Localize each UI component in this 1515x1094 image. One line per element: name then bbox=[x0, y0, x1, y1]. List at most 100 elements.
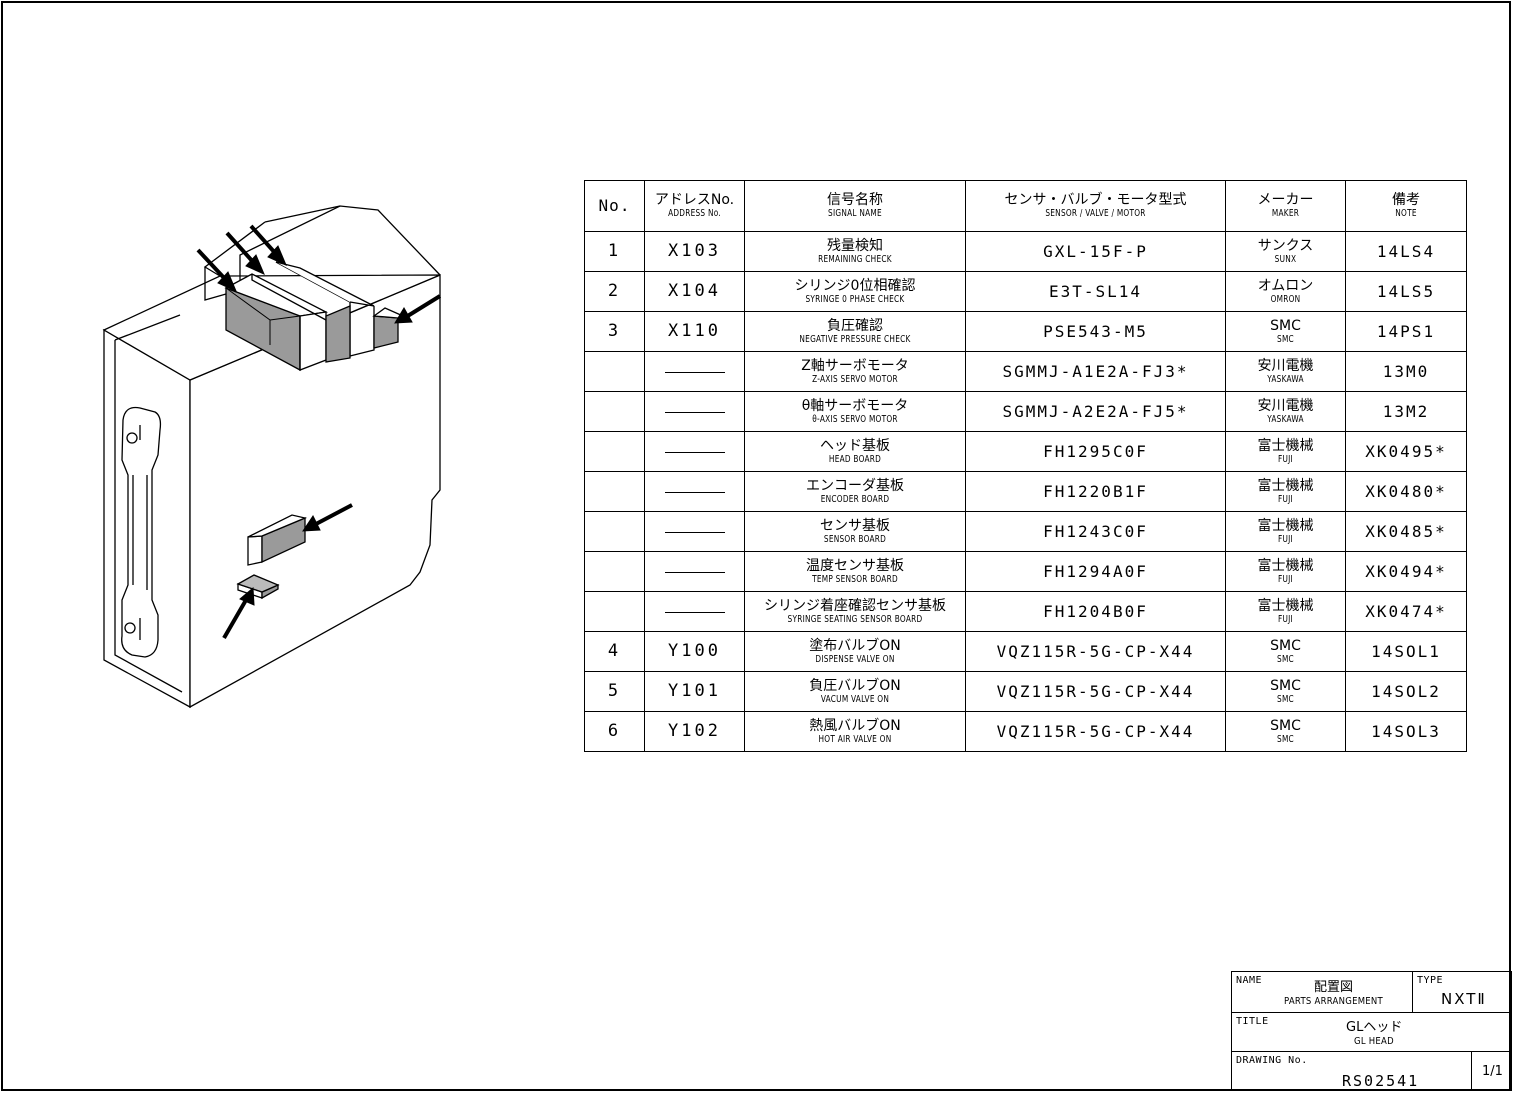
drawing-no-label: DRAWING No. bbox=[1236, 1055, 1308, 1066]
signal-en: REMAINING CHECK bbox=[818, 253, 892, 265]
empty-dash bbox=[664, 491, 725, 493]
no: 4 bbox=[607, 641, 622, 661]
maker-en: FUJI bbox=[1278, 613, 1293, 625]
title-label: TITLE bbox=[1236, 1016, 1269, 1027]
cell-model: SGMMJ-A2E2A-FJ5* bbox=[965, 391, 1226, 432]
cell-no bbox=[584, 471, 645, 512]
signal-jp: ヘッド基板 bbox=[820, 437, 890, 454]
note: 14LS4 bbox=[1376, 241, 1436, 261]
cell-model: VQZ115R-5G-CP-X44 bbox=[965, 631, 1226, 672]
model: GXL-15F-P bbox=[1043, 241, 1148, 261]
model: PSE543-M5 bbox=[1043, 321, 1148, 341]
type-box: TYPE NXTⅡ bbox=[1412, 971, 1512, 1013]
address: X103 bbox=[668, 241, 721, 261]
model: FH1295C0F bbox=[1043, 441, 1148, 461]
empty-dash bbox=[664, 611, 725, 613]
note: XK0480* bbox=[1365, 481, 1447, 501]
cell-model: GXL-15F-P bbox=[965, 231, 1226, 272]
signal-en: NEGATIVE PRESSURE CHECK bbox=[799, 333, 911, 345]
empty-dash bbox=[664, 531, 725, 533]
note: 14SOL3 bbox=[1371, 721, 1441, 741]
cell-no bbox=[584, 591, 645, 632]
maker-en: FUJI bbox=[1278, 573, 1293, 585]
signal-en: Z-AXIS SERVO MOTOR bbox=[812, 373, 898, 385]
no: 5 bbox=[607, 681, 622, 701]
maker-en: SMC bbox=[1277, 733, 1294, 745]
cell-note: XK0474* bbox=[1345, 591, 1467, 632]
cell-address bbox=[644, 511, 745, 552]
cell-model: FH1220B1F bbox=[965, 471, 1226, 512]
cell-model: PSE543-M5 bbox=[965, 311, 1226, 352]
cell-note: 14SOL3 bbox=[1345, 711, 1467, 752]
note: 14PS1 bbox=[1376, 321, 1436, 341]
maker-en: OMRON bbox=[1270, 293, 1301, 305]
type-value: NXTⅡ bbox=[1441, 990, 1487, 1008]
cell-address: Y102 bbox=[644, 711, 745, 752]
maker-jp: オムロン bbox=[1257, 277, 1314, 294]
cell-address bbox=[644, 431, 745, 472]
empty-dash bbox=[664, 571, 725, 573]
address: Y101 bbox=[668, 681, 721, 701]
model: FH1220B1F bbox=[1043, 481, 1148, 501]
maker-jp: SMC bbox=[1270, 637, 1301, 654]
cell-no: 2 bbox=[584, 271, 645, 312]
empty-dash bbox=[664, 411, 725, 413]
model: E3T-SL14 bbox=[1048, 281, 1143, 301]
maker-jp: SMC bbox=[1270, 317, 1301, 334]
signal-jp: 塗布バルブON bbox=[809, 637, 901, 654]
maker-en: SMC bbox=[1277, 693, 1294, 705]
signal-jp: θ軸サーボモータ bbox=[801, 397, 909, 414]
cell-no: 1 bbox=[584, 231, 645, 272]
cell-note: 14LS5 bbox=[1345, 271, 1467, 312]
address: Y100 bbox=[668, 641, 721, 661]
cell-address: X110 bbox=[644, 311, 745, 352]
maker-jp: 富士機械 bbox=[1257, 597, 1314, 614]
maker-en: SMC bbox=[1277, 653, 1294, 665]
cell-note: XK0495* bbox=[1345, 431, 1467, 472]
cell-model: FH1294A0F bbox=[965, 551, 1226, 592]
cell-model: FH1295C0F bbox=[965, 431, 1226, 472]
cell-address bbox=[644, 551, 745, 592]
cell-note: XK0494* bbox=[1345, 551, 1467, 592]
maker-jp: 富士機械 bbox=[1257, 517, 1314, 534]
drawing-no-box: DRAWING No. RS02541 bbox=[1231, 1051, 1472, 1091]
maker-jp: 富士機械 bbox=[1257, 437, 1314, 454]
cell-model: SGMMJ-A1E2A-FJ3* bbox=[965, 351, 1226, 392]
cell-no: 5 bbox=[584, 671, 645, 712]
cell-no bbox=[584, 511, 645, 552]
signal-jp: Z軸サーボモータ bbox=[801, 357, 909, 374]
cell-note: 14PS1 bbox=[1345, 311, 1467, 352]
no: 3 bbox=[607, 321, 622, 341]
cell-model: E3T-SL14 bbox=[965, 271, 1226, 312]
note: XK0485* bbox=[1365, 521, 1447, 541]
signal-en: θ-AXIS SERVO MOTOR bbox=[812, 413, 898, 425]
name-jp: 配置図 bbox=[1314, 980, 1354, 995]
name-en: PARTS ARRANGEMENT bbox=[1284, 996, 1383, 1007]
cell-model: FH1204B0F bbox=[965, 591, 1226, 632]
cell-address bbox=[644, 351, 745, 392]
sheet-number: 1/1 bbox=[1482, 1064, 1503, 1079]
model: FH1243C0F bbox=[1043, 521, 1148, 541]
model: FH1204B0F bbox=[1043, 601, 1148, 621]
cell-model: VQZ115R-5G-CP-X44 bbox=[965, 711, 1226, 752]
cell-address: X103 bbox=[644, 231, 745, 272]
sheet-box: 1/1 bbox=[1471, 1051, 1512, 1091]
note: XK0495* bbox=[1365, 441, 1447, 461]
